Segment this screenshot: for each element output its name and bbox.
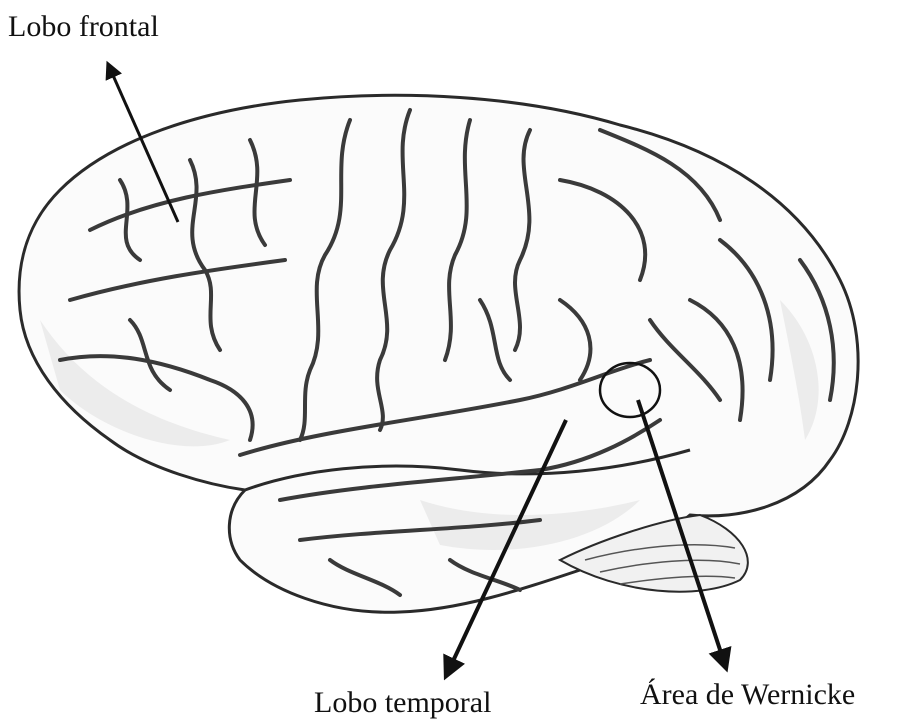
label-wernicke-area: Área de Wernicke [640, 680, 855, 710]
label-temporal-lobe: Lobo temporal [314, 688, 491, 718]
label-frontal-lobe: Lobo frontal [8, 12, 159, 42]
